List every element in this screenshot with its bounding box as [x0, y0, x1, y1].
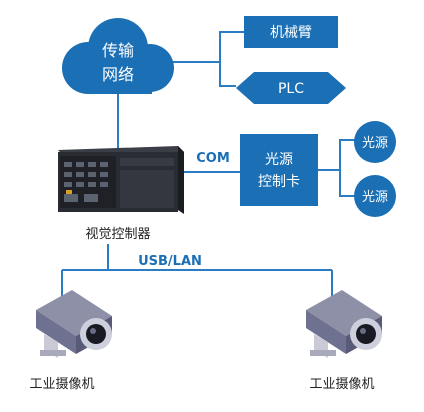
transport-network-cloud: 传输 网络	[62, 18, 174, 94]
robot-arm-label: 机械臂	[270, 25, 312, 41]
controller-label: 视觉控制器	[85, 227, 150, 242]
com-label: COM	[196, 151, 230, 166]
industrial-pc-icon	[58, 146, 184, 214]
industrial-camera-icon-left	[36, 290, 112, 358]
link-cloud-branch	[170, 31, 244, 63]
cloud-icon	[62, 18, 174, 94]
plc-label: PLC	[278, 81, 304, 97]
robot-arm-node: 机械臂	[244, 16, 338, 48]
light-source-label-2: 光源	[362, 190, 388, 205]
camera-label-left: 工业摄像机	[29, 377, 94, 392]
industrial-camera-icon-right	[306, 290, 382, 358]
link-light-controller-to-sources	[318, 139, 356, 197]
light-controller-label-line2: 控制卡	[258, 174, 300, 190]
cloud-label-line1: 传输	[102, 41, 134, 60]
plc-node: PLC	[236, 72, 346, 104]
light-source-label-1: 光源	[362, 136, 388, 151]
connector-lines	[61, 31, 356, 296]
link-cloud-to-plc	[219, 62, 236, 87]
cloud-label-line2: 网络	[102, 65, 134, 84]
bus-label: USB/LAN	[138, 254, 202, 269]
light-source-node-1: 光源	[354, 121, 396, 163]
camera-label-right: 工业摄像机	[309, 377, 374, 392]
light-controller-node: 光源 控制卡	[240, 134, 318, 206]
light-controller-label-line1: 光源	[265, 152, 293, 168]
light-source-node-2: 光源	[354, 175, 396, 217]
